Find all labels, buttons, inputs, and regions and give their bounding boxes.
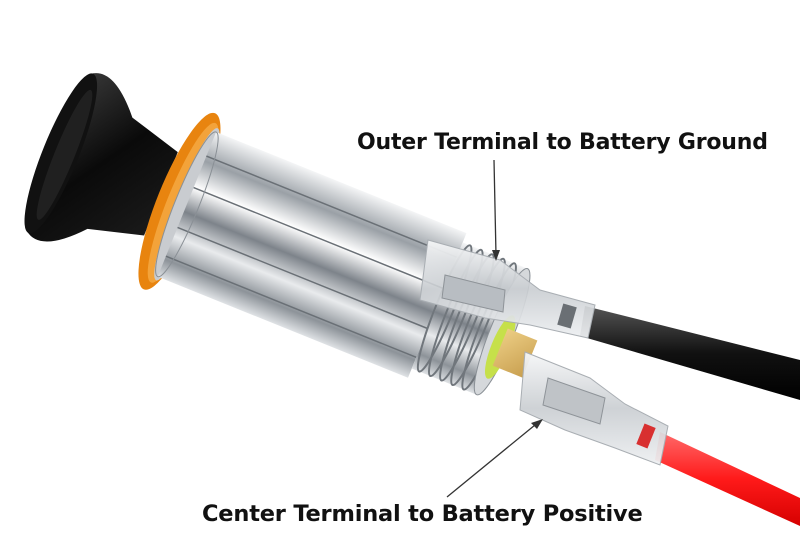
outer-terminal-connector: [419, 239, 596, 339]
callout-leader-outer: [492, 159, 500, 261]
socket-body: [24, 73, 538, 396]
callout-outer-terminal-label: Outer Terminal to Battery Ground: [357, 130, 768, 155]
ground-wire: [580, 306, 800, 400]
center-terminal-connector: [519, 351, 669, 466]
callout-leader-center: [446, 419, 543, 498]
knob: [27, 73, 178, 242]
positive-wire: [655, 432, 800, 526]
metal-barrel: [157, 131, 467, 378]
callout-center-terminal-label: Center Terminal to Battery Positive: [202, 501, 643, 527]
